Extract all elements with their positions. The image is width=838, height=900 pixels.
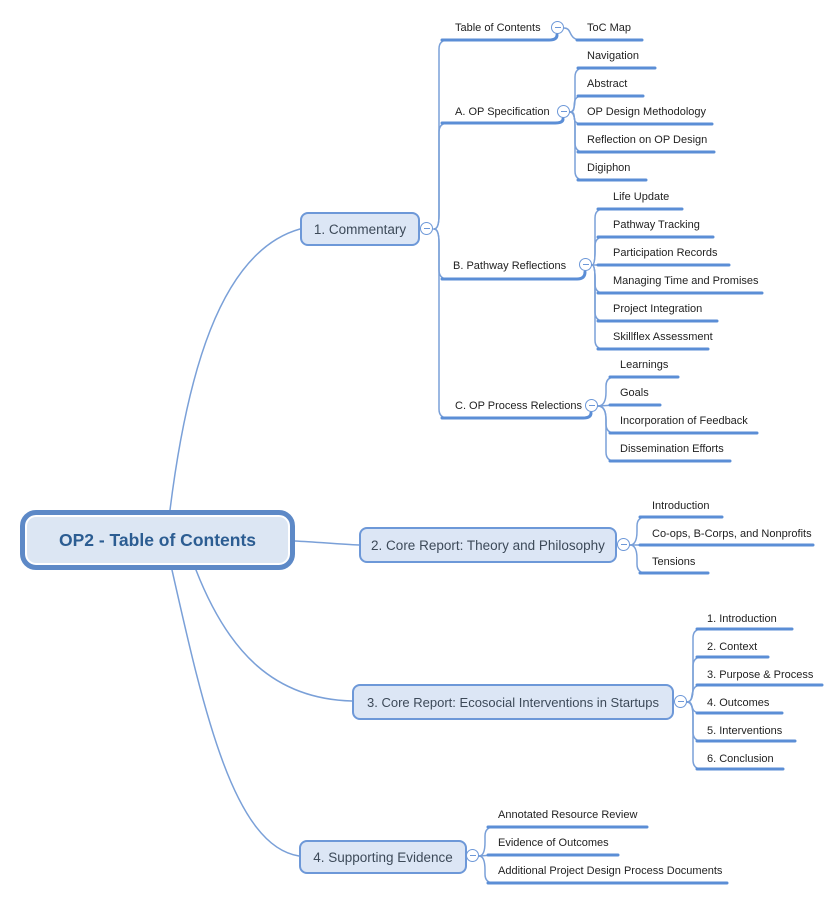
subtopic-label[interactable]: A. OP Specification: [455, 106, 550, 118]
branch-connector: [171, 569, 300, 857]
topic-node-commentary[interactable]: 1. Commentary: [300, 212, 420, 246]
branch-connector: [433, 122, 449, 230]
branch-connector: [169, 228, 301, 511]
leaf-label[interactable]: 1. Introduction: [707, 613, 777, 625]
leaf-label[interactable]: Navigation: [587, 50, 639, 62]
topic-node-supporting-evidence[interactable]: 4. Supporting Evidence: [299, 840, 467, 874]
root-node[interactable]: OP2 - Table of Contents: [20, 510, 295, 570]
leaf-label[interactable]: 6. Conclusion: [707, 753, 774, 765]
branch-connector: [569, 95, 584, 113]
leaf-label[interactable]: Goals: [620, 387, 649, 399]
leaf-label[interactable]: Tensions: [652, 556, 696, 568]
leaf-label[interactable]: 3. Purpose & Process: [707, 669, 814, 681]
branch-connector: [686, 684, 703, 703]
branch-connector: [629, 544, 647, 574]
branch-connector: [195, 569, 353, 702]
leaf-label[interactable]: Skillflex Assessment: [613, 331, 713, 343]
leaf-label[interactable]: Dissemination Efforts: [620, 443, 724, 455]
collapse-icon[interactable]: [585, 399, 598, 412]
branch-connector: [569, 67, 585, 113]
branch-connector: [563, 27, 583, 41]
collapse-icon[interactable]: [557, 105, 570, 118]
branch-connector: [294, 540, 360, 546]
branch-connector: [433, 228, 449, 280]
subtopic-label[interactable]: C. OP Process Relections: [455, 400, 582, 412]
collapse-icon[interactable]: [617, 538, 630, 551]
leaf-label[interactable]: 5. Interventions: [707, 725, 783, 737]
leaf-label[interactable]: Co-ops, B-Corps, and Nonprofits: [652, 528, 812, 540]
branch-connector: [433, 39, 449, 230]
leaf-label[interactable]: Reflection on OP Design: [587, 134, 708, 146]
collapse-icon[interactable]: [579, 258, 592, 271]
branch-connector: [686, 628, 703, 703]
branch-connector: [686, 701, 703, 714]
subtopic-label[interactable]: B. Pathway Reflections: [453, 260, 567, 272]
branch-connector: [686, 656, 703, 703]
leaf-label[interactable]: Digiphon: [587, 162, 631, 174]
collapse-icon[interactable]: [674, 695, 687, 708]
leaf-label[interactable]: 2. Context: [707, 641, 758, 653]
node-underline: [440, 411, 593, 420]
branch-connector: [629, 516, 647, 546]
leaf-label[interactable]: Participation Records: [613, 247, 718, 259]
branch-connector: [478, 826, 495, 857]
leaf-label[interactable]: Abstract: [587, 78, 628, 90]
branch-connector: [569, 111, 585, 153]
branch-connector: [569, 111, 584, 125]
leaf-label[interactable]: Additional Project Design Process Docume…: [498, 865, 723, 877]
leaf-label[interactable]: Pathway Tracking: [613, 219, 700, 231]
branch-connector: [686, 701, 703, 742]
branch-connector: [478, 855, 495, 884]
leaf-label[interactable]: Learnings: [620, 359, 669, 371]
collapse-icon[interactable]: [551, 21, 564, 34]
collapse-icon[interactable]: [420, 222, 433, 235]
leaf-label[interactable]: Evidence of Outcomes: [498, 837, 609, 849]
branch-connector: [597, 376, 616, 407]
branch-connector: [433, 228, 449, 419]
subtopic-label[interactable]: Table of Contents: [455, 22, 541, 34]
leaf-label[interactable]: Project Integration: [613, 303, 703, 315]
branch-connector: [591, 236, 605, 266]
leaf-label[interactable]: Introduction: [652, 500, 710, 512]
node-underline: [440, 33, 559, 42]
topic-node-core-report-ecosocial[interactable]: 3. Core Report: Ecosocial Interventions …: [352, 684, 674, 720]
collapse-icon[interactable]: [466, 849, 479, 862]
node-underline: [440, 117, 565, 125]
leaf-label[interactable]: ToC Map: [587, 22, 632, 34]
branch-connector: [591, 264, 605, 350]
leaf-label[interactable]: Managing Time and Promises: [613, 275, 759, 287]
leaf-label[interactable]: OP Design Methodology: [587, 106, 707, 118]
topic-node-core-report-theory[interactable]: 2. Core Report: Theory and Philosophy: [359, 527, 617, 563]
leaf-label[interactable]: Annotated Resource Review: [498, 809, 638, 821]
node-underline: [440, 270, 587, 281]
leaf-label[interactable]: Life Update: [613, 191, 670, 203]
leaf-label[interactable]: Incorporation of Feedback: [620, 415, 748, 427]
leaf-label[interactable]: 4. Outcomes: [707, 697, 770, 709]
